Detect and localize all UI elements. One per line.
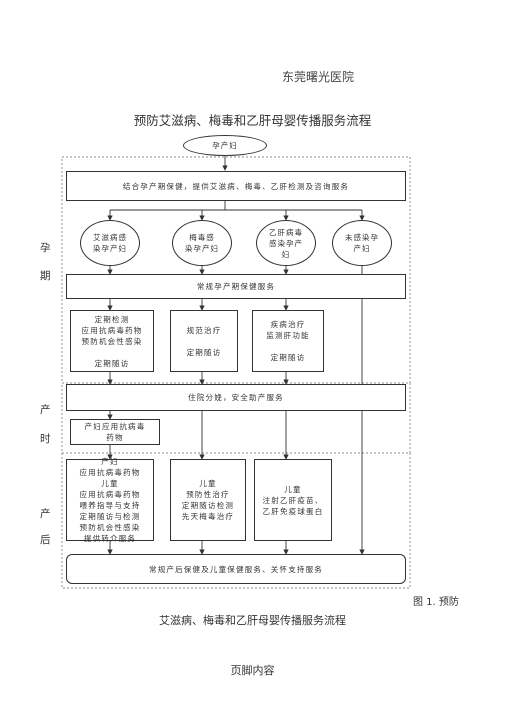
- hospital-name: 东莞曙光医院: [282, 70, 355, 84]
- node-start: 孕产妇: [183, 135, 267, 156]
- figure-caption: 艾滋病、梅毒和乙肝母婴传播服务流程: [159, 614, 346, 627]
- node-hiv-prenatal-care: 定期检测 应用抗病毒药物 预防机会性感染 定期随访: [70, 310, 154, 372]
- node-hospital-delivery: 住院分娩，安全助产服务: [66, 384, 406, 411]
- node-routine-postpartum: 常规产后保健及儿童保健服务、关怀支持服务: [66, 554, 406, 584]
- page-title: 预防艾滋病、梅毒和乙肝母婴传播服务流程: [133, 113, 372, 128]
- stage-label-delivery-2: 时: [40, 433, 51, 445]
- node-syphilis-postpartum: 儿童 预防性治疗 定期随访检测 先天梅毒治疗: [170, 459, 246, 541]
- stage-label-postpartum-2: 后: [40, 534, 51, 546]
- node-delivery-arv: 产妇应用抗病毒 药物: [70, 419, 160, 445]
- figure-label: 图 1. 预防: [413, 597, 459, 608]
- node-hbv-prenatal-care: 疾病治疗 监测肝功能 定期随访: [252, 310, 324, 372]
- node-hiv-postpartum: 产妇 应用抗病毒药物 儿童 应用抗病毒药物 喂养指导与支持 定期随访与检测 预防…: [66, 457, 154, 543]
- stage-label-pregnancy-1: 孕: [40, 242, 51, 254]
- node-hiv-infected: 艾滋病感 染孕产妇: [80, 220, 140, 266]
- stage-label-postpartum-1: 产: [40, 508, 51, 520]
- node-uninfected: 未感染孕 产妇: [332, 220, 392, 266]
- node-hbv-infected: 乙肝病毒 感染孕产 妇: [256, 220, 316, 266]
- node-syphilis-infected: 梅毒感 染孕产妇: [172, 220, 232, 266]
- node-syphilis-prenatal-care: 规范治疗 定期随访: [170, 310, 238, 372]
- node-integrated-testing: 结合孕产期保健，提供艾滋病、梅毒、乙肝检测及咨询服务: [66, 171, 406, 201]
- page-footer: 页脚内容: [230, 664, 275, 677]
- stage-label-pregnancy-2: 期: [40, 270, 51, 282]
- node-hbv-postpartum: 儿童 注射乙肝疫苗、 乙肝免疫球蛋白: [254, 459, 332, 541]
- stage-label-delivery-1: 产: [40, 404, 51, 416]
- node-routine-prenatal: 常规孕产期保健服务: [66, 274, 406, 299]
